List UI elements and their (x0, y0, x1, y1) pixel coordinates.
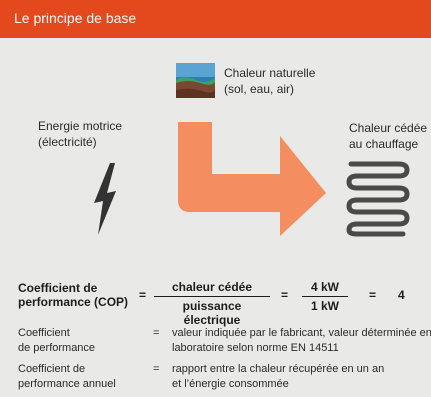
definition-equals: = (153, 327, 160, 339)
fraction-4kw-over-1kw: 4 kW 1 kW (302, 280, 348, 313)
landscape-icon (176, 63, 215, 98)
natural-heat-label: Chaleur naturelle (sol, eau, air) (224, 65, 315, 97)
energy-input-line1: Energie motrice (38, 119, 123, 133)
fraction-heat-over-power: chaleur cédée puissance électrique (154, 280, 270, 327)
heat-flow-arrow (178, 122, 326, 236)
equals-sign-3: = (369, 288, 377, 302)
heat-output-label: Chaleur cédée au chauffage (349, 120, 427, 152)
definition-text-line2: et l’énergie consommée (172, 378, 289, 390)
equals-sign-1: = (139, 288, 147, 302)
heat-pump-diagram: Chaleur naturelle (sol, eau, air) Energi… (0, 38, 431, 258)
definition-term-line1: Coefficient de (18, 363, 86, 375)
definition-text: valeur indiquée par le fabricant, valeur… (172, 326, 431, 356)
definition-term: Coefficient de performance annuel (18, 362, 116, 392)
fraction2-denominator: 1 kW (310, 299, 339, 313)
heat-output-line1: Chaleur cédée (349, 121, 428, 135)
definition-term-line1: Coefficient (18, 327, 70, 339)
definition-term-line2: performance annuel (18, 378, 116, 390)
natural-heat-line1: Chaleur naturelle (224, 66, 316, 80)
cop-label-line1: Coefficient de (18, 281, 98, 295)
energy-input-line2: (électricité) (38, 135, 97, 149)
cop-label: Coefficient de performance (COP) (18, 281, 128, 309)
definition-text-line1: rapport entre la chaleur récupérée en un… (172, 363, 385, 375)
equals-sign-2: = (281, 288, 289, 302)
heat-output-line2: au chauffage (349, 137, 419, 151)
lightning-bolt-icon (94, 163, 116, 235)
cop-result: 4 (398, 288, 405, 302)
heating-coil-icon (346, 161, 410, 237)
natural-heat-line2: (sol, eau, air) (224, 82, 295, 96)
definition-term: Coefficient de performance (18, 326, 95, 356)
definition-text: rapport entre la chaleur récupérée en un… (172, 362, 384, 392)
definition-term-line2: de performance (18, 342, 96, 354)
definition-equals: = (153, 363, 160, 375)
fraction1-numerator: chaleur cédée (154, 280, 270, 297)
definition-text-line2: laboratoire selon norme EN 14511 (172, 342, 339, 354)
header-bar: Le principe de base (0, 0, 431, 38)
cop-formula: Coefficient de performance (COP) = chale… (0, 278, 431, 328)
fraction2-numerator: 4 kW (302, 280, 348, 297)
fraction1-denominator: puissance électrique (182, 299, 242, 327)
cop-label-line2: performance (COP) (18, 295, 129, 309)
definition-text-line1: valeur indiquée par le fabricant, valeur… (172, 327, 431, 339)
energy-input-label: Energie motrice (électricité) (38, 118, 122, 150)
header-title: Le principe de base (14, 10, 137, 26)
